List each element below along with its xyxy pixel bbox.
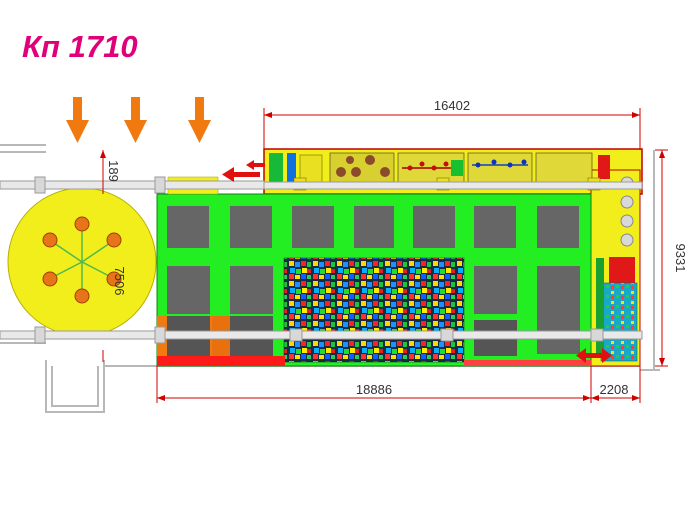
bottom-red-strip-right bbox=[464, 360, 591, 366]
ball-seat-icon bbox=[106, 232, 122, 248]
ball-seat-icon bbox=[42, 271, 58, 287]
ball-seat-icon bbox=[106, 271, 122, 287]
pipe-rails bbox=[0, 176, 643, 344]
ball-seat-icon bbox=[74, 216, 90, 232]
ball-seat-icon bbox=[42, 232, 58, 248]
dimension-lines bbox=[102, 108, 668, 403]
dimension-bottom-side: 2208 bbox=[600, 382, 629, 397]
foam-pit bbox=[283, 257, 465, 363]
dimension-top-width: 16402 bbox=[434, 98, 470, 113]
dimension-bottom-main: 18886 bbox=[356, 382, 392, 397]
bottom-red-strip bbox=[157, 356, 285, 366]
swing-zone bbox=[7, 187, 157, 337]
entry-arrow-2 bbox=[124, 97, 147, 143]
dimension-right-height: 9331 bbox=[673, 244, 688, 273]
dimension-left-gap: 189 bbox=[106, 160, 121, 182]
dimension-round-diameter: 7506 bbox=[112, 267, 127, 296]
arrow-left-icon bbox=[222, 167, 260, 182]
arrow-left-icon bbox=[246, 160, 265, 170]
entry-arrow-3 bbox=[188, 97, 211, 143]
trampolines-top-row bbox=[167, 206, 579, 248]
page-title: Кп 1710 bbox=[22, 29, 138, 64]
entry-arrow-1 bbox=[66, 97, 89, 143]
dimension-arrowheads bbox=[100, 112, 665, 401]
ball-seat-icon bbox=[74, 288, 90, 304]
double-arrow-icon bbox=[576, 348, 612, 363]
